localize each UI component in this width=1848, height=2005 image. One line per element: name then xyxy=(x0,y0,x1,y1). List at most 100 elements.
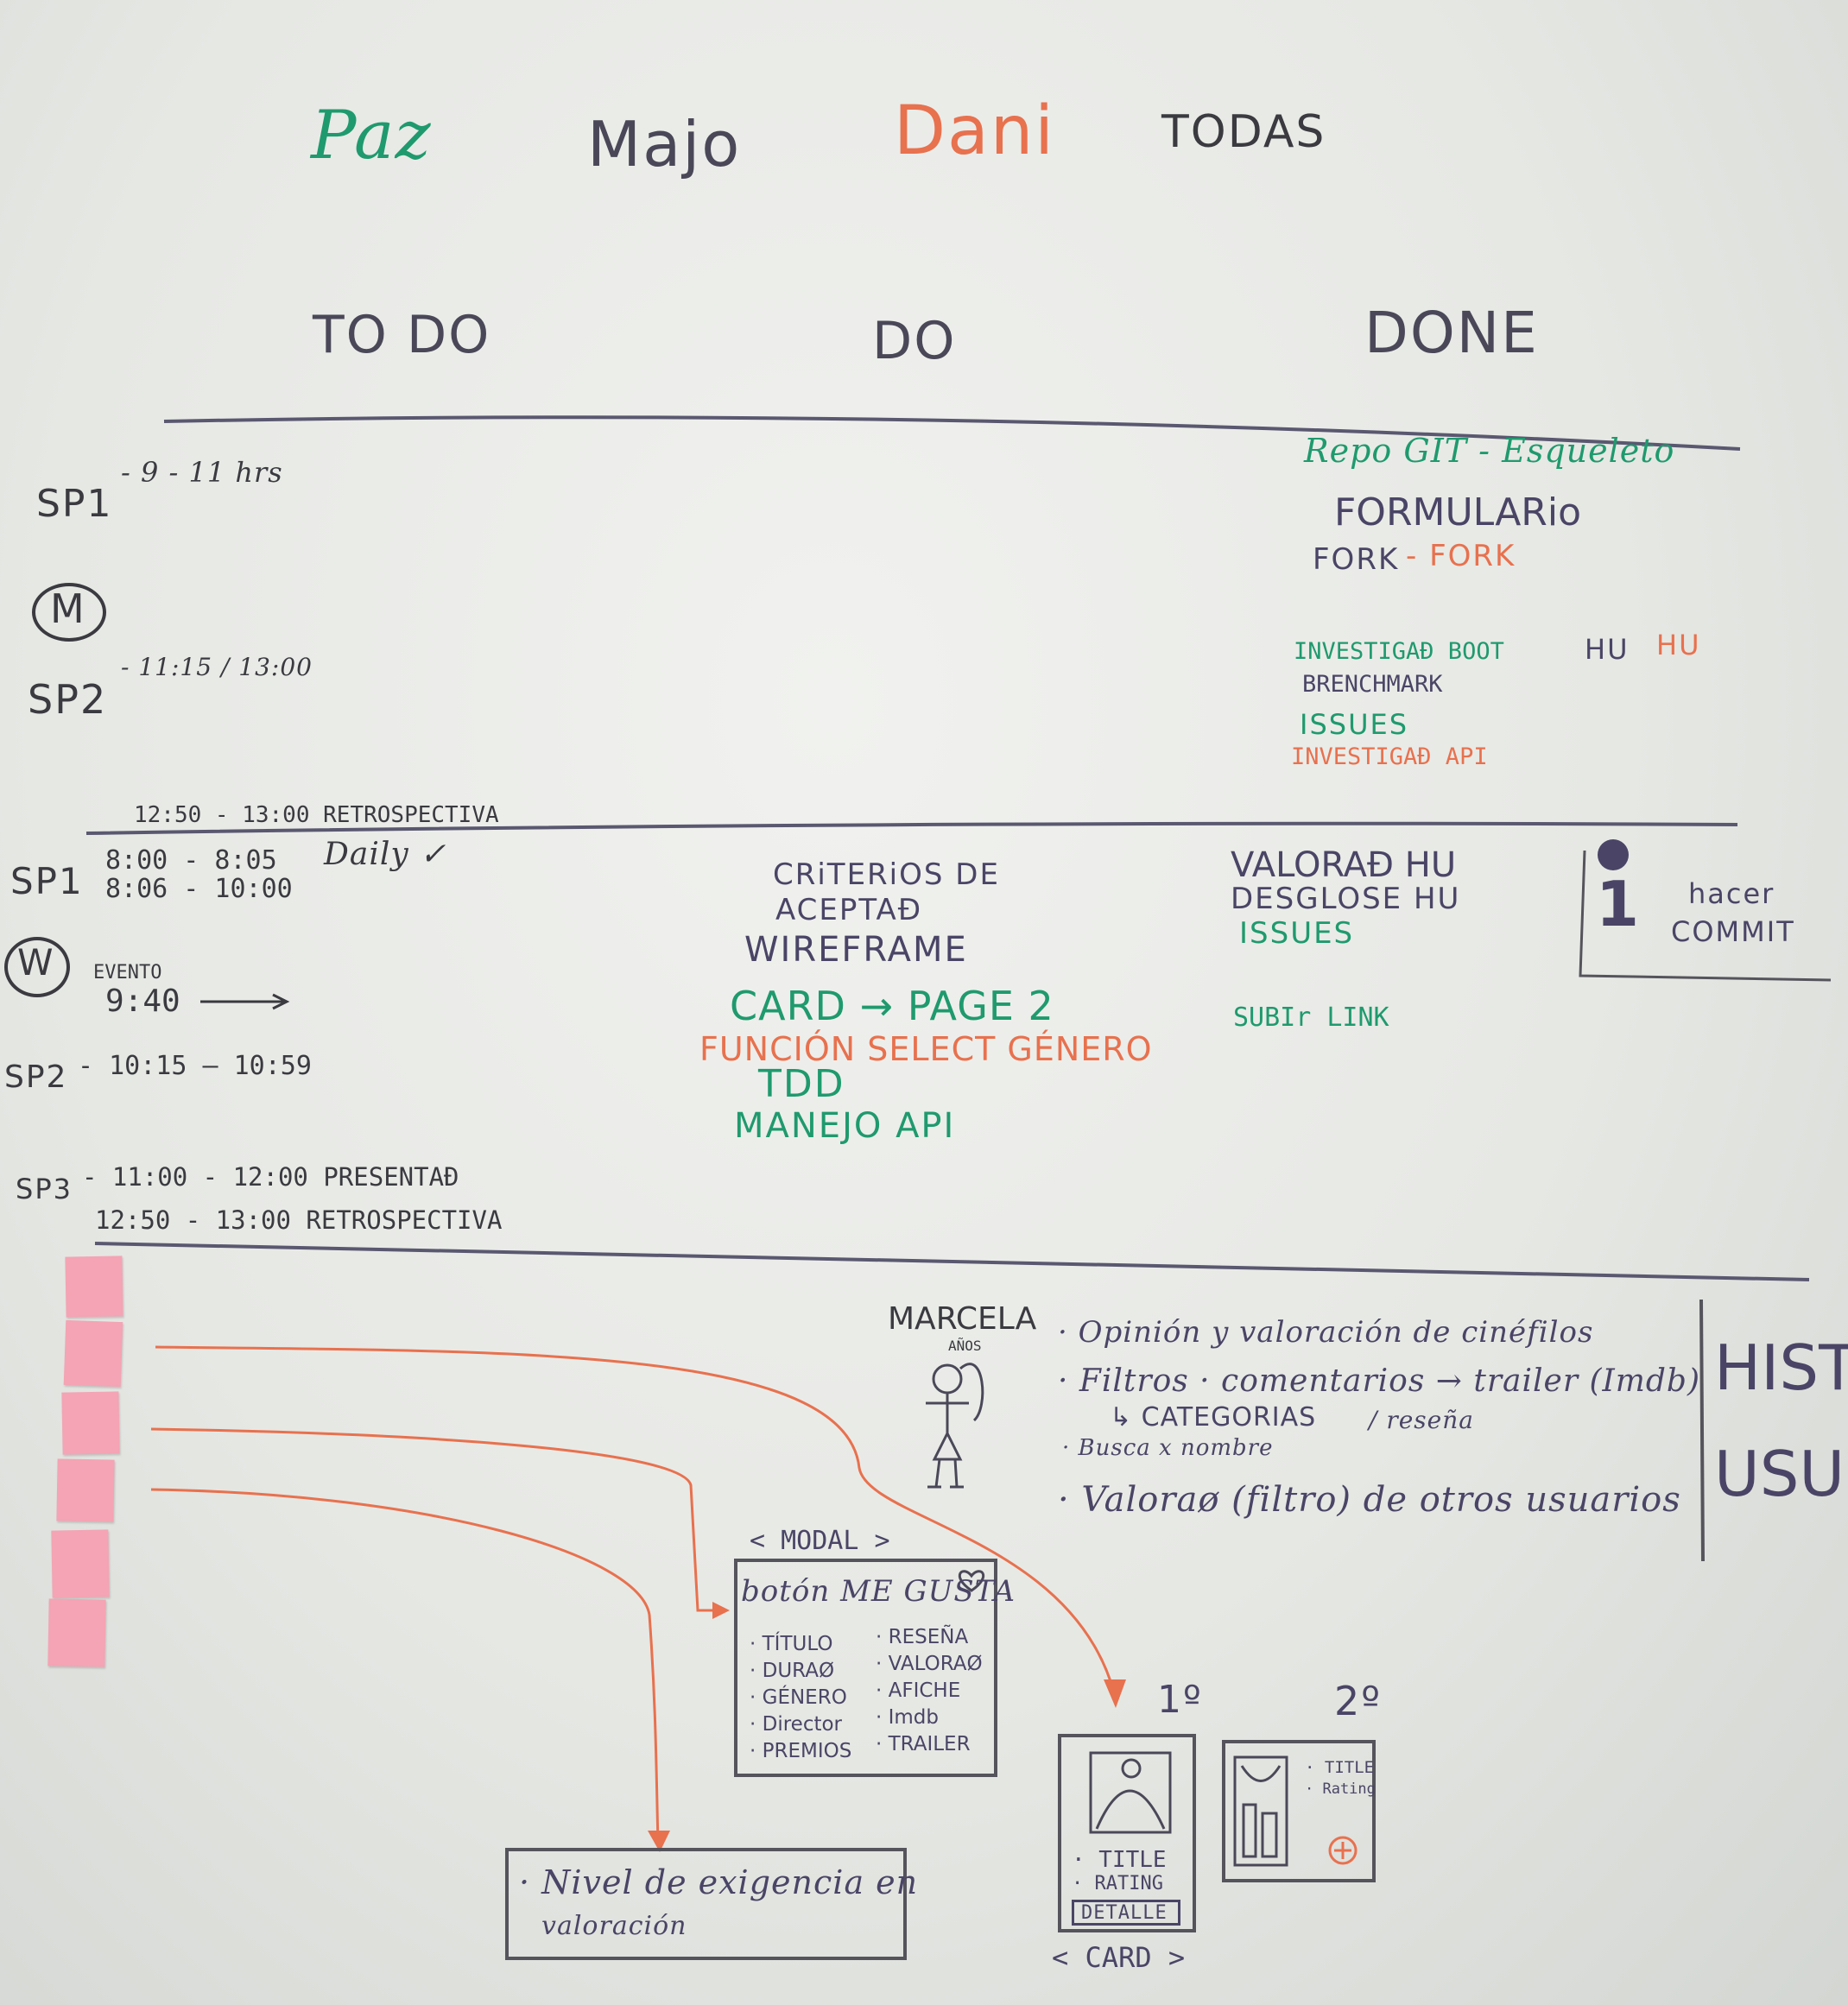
week2-sp1-t1: 8:00 - 8:05 xyxy=(105,845,277,876)
modal-field: · PREMIOS xyxy=(750,1740,852,1762)
commit-dot xyxy=(1598,839,1629,870)
sticky-note xyxy=(51,1529,110,1598)
modal-field: · TÍTULO xyxy=(750,1633,833,1655)
do2-tdd: TDD xyxy=(758,1062,845,1106)
modal-sketch: botón ME GUSTA · TÍTULO · DURAØ · GÉNERO… xyxy=(734,1559,1015,1777)
done2-desglose: DESGLOSE HU xyxy=(1231,882,1461,916)
commit-number: 1 xyxy=(1596,868,1642,940)
do2-criterios1: CRiTERiOS DE xyxy=(773,857,1000,892)
week2-sp1-label: SP1 xyxy=(10,860,84,902)
week2-evento: EVENTO xyxy=(93,962,162,984)
week1-circle-letter: M xyxy=(50,585,86,632)
done1-benchmark: BRENCHMARK xyxy=(1302,671,1443,698)
column-done: DONE xyxy=(1364,300,1539,366)
modal-field: · RESEÑA xyxy=(876,1626,969,1648)
card2-rating: · Rating xyxy=(1305,1780,1376,1798)
done2-valorac: VALORAÐ HU xyxy=(1231,845,1457,885)
evento-arrow xyxy=(200,993,290,1010)
card1-detalle-button: DETALLE xyxy=(1072,1900,1180,1926)
modal-field: · Director xyxy=(750,1713,843,1736)
arrow-line xyxy=(150,1427,721,1612)
do2-criterios2: ACEPTAÐ xyxy=(775,893,923,927)
modal-field: · Imdb xyxy=(876,1706,940,1729)
card1-number: 1º xyxy=(1157,1678,1203,1722)
card1-sketch: · TITLE · RATING DETALLE xyxy=(1058,1734,1196,1932)
week2-sp2-time: - 10:15 — 10:59 xyxy=(78,1051,312,1081)
week2-sp2-label: SP2 xyxy=(4,1059,68,1095)
modal-right-list: · RESEÑA · VALORAØ · AFICHE · Imdb · TRA… xyxy=(876,1624,983,1758)
done1-fork1: FORK xyxy=(1313,542,1400,577)
done1-repo: Repo GIT - Esqueleto xyxy=(1304,432,1675,470)
week1-circle xyxy=(32,583,106,642)
week2-sp3-t1: - 11:00 - 12:00 PRESENTAÐ xyxy=(82,1162,459,1192)
nivel-line1: · Nivel de exigencia en xyxy=(519,1863,919,1901)
done1-fork2: - FORK xyxy=(1406,539,1516,573)
modal-field: · GÉNERO xyxy=(750,1686,847,1709)
need-item: · Valoraø (filtro) de otros usuarios xyxy=(1058,1480,1681,1520)
sticky-note xyxy=(61,1391,120,1455)
sticky-note xyxy=(65,1255,123,1318)
week1-retro: 12:50 - 13:00 RETROSPECTIVA xyxy=(134,802,499,828)
name-majo: Majo xyxy=(587,108,742,180)
commit-text2: COMMIT xyxy=(1671,915,1795,948)
need-item: / reseña xyxy=(1369,1406,1474,1434)
week1-sp2-time: - 11:15 / 13:00 xyxy=(121,653,313,681)
week2-sp1-t2: 8:06 - 10:00 xyxy=(105,874,293,904)
week2-sp3-label: SP3 xyxy=(16,1173,73,1205)
name-paz: Paz xyxy=(311,97,432,174)
done1-issues: ISSUES xyxy=(1300,708,1409,741)
card2-sketch: · TITLE · Rating xyxy=(1222,1740,1376,1882)
modal-field: · TRAILER xyxy=(876,1733,971,1755)
usu-label: USU xyxy=(1714,1438,1845,1510)
modal-field: · DURAØ xyxy=(750,1660,835,1682)
modal-left-list: · TÍTULO · DURAØ · GÉNERO · Director · P… xyxy=(750,1631,851,1765)
week2-circle-letter: W xyxy=(17,941,55,984)
divider-line xyxy=(1699,1299,1705,1562)
card2-title: · TITLE xyxy=(1305,1758,1375,1777)
arrow-line xyxy=(150,1488,660,1844)
need-item: ↳ CATEGORIAS xyxy=(1110,1402,1317,1433)
week2-evento-time: 9:40 xyxy=(105,984,180,1019)
sticky-note xyxy=(56,1458,115,1522)
need-item: · Busca x nombre xyxy=(1062,1435,1274,1461)
card2-number: 2º xyxy=(1334,1678,1382,1724)
need-item: · Opinión y valoración de cinéfilos xyxy=(1058,1315,1594,1350)
column-todo: TO DO xyxy=(313,305,491,365)
persona-sub: AÑOS xyxy=(948,1338,982,1354)
do2-api: MANEJO API xyxy=(734,1106,956,1146)
card1-title: · TITLE xyxy=(1072,1847,1167,1873)
done1-hu2: HU xyxy=(1656,629,1701,661)
need-item: · Filtros · comentarios → trailer (Imdb) xyxy=(1058,1363,1701,1399)
arrow-head xyxy=(712,1602,730,1619)
nivel-line2: valoración xyxy=(541,1911,687,1941)
card1-detalle-label: DETALLE xyxy=(1081,1902,1168,1924)
hist-label: HIST xyxy=(1714,1331,1848,1404)
done2-subir: SUBIr LINK xyxy=(1233,1002,1389,1033)
done1-inv-api: INVESTIGAÐ API xyxy=(1291,743,1488,770)
week2-circle xyxy=(4,937,70,997)
commit-text1: hacer xyxy=(1688,877,1775,910)
nivel-box: · Nivel de exigencia en valoración xyxy=(505,1848,917,1960)
do2-wireframe: WIREFRAME xyxy=(744,930,968,970)
card1-tag: < CARD > xyxy=(1052,1941,1186,1974)
sticky-note xyxy=(47,1598,106,1667)
done1-form: FORMULARio xyxy=(1334,490,1582,534)
sticky-note xyxy=(63,1319,123,1388)
week2-sp3-t2: 12:50 - 13:00 RETROSPECTIVA xyxy=(95,1205,503,1235)
modal-tag: < MODAL > xyxy=(750,1526,890,1556)
do2-funcion: FUNCIÓN SELECT GÉNERO xyxy=(699,1030,1153,1068)
column-do: DO xyxy=(872,311,957,371)
stick-figure xyxy=(926,1363,984,1489)
modal-title: botón ME GUSTA xyxy=(741,1574,1016,1609)
modal-field: · AFICHE xyxy=(876,1679,961,1702)
persona-name: MARCELA xyxy=(888,1301,1037,1337)
done1-hu1: HU xyxy=(1585,633,1630,666)
week1-sp2-label: SP2 xyxy=(28,676,108,723)
week1-sp1-label: SP1 xyxy=(36,482,113,526)
modal-field: · VALORAØ xyxy=(876,1653,983,1675)
do2-card: CARD → PAGE 2 xyxy=(730,983,1054,1029)
week1-sp1-time: - 9 - 11 hrs xyxy=(121,456,283,489)
done2-issues: ISSUES xyxy=(1239,916,1355,951)
name-todas: TODAS xyxy=(1161,106,1326,158)
